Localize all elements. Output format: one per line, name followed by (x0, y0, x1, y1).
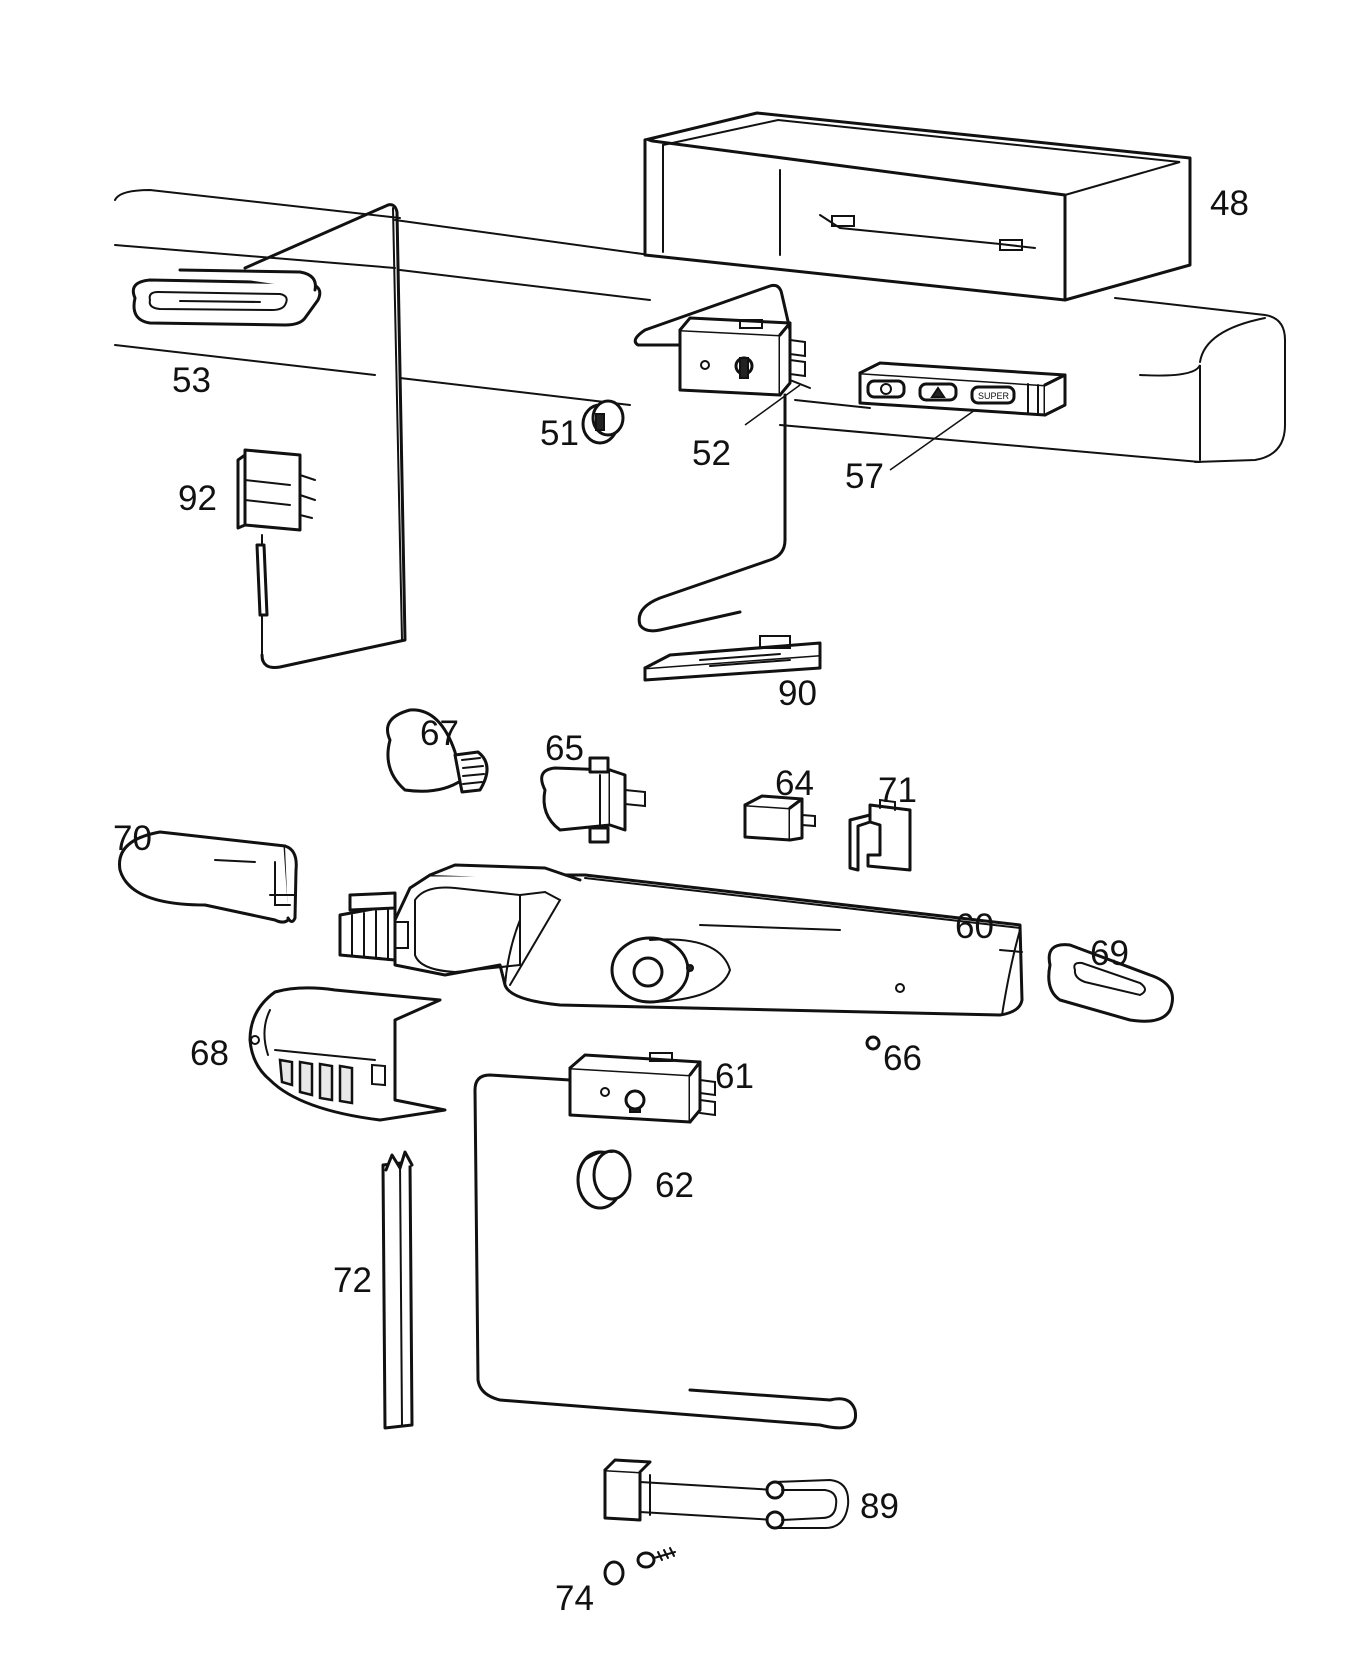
part-57-switch-panel: SUPER (858, 361, 1067, 417)
label-52: 52 (692, 434, 731, 473)
part-53-wire (243, 203, 407, 669)
part-labels: 48 53 51 52 57 92 90 67 65 64 71 70 60 6… (113, 184, 1249, 1618)
label-51: 51 (540, 414, 579, 453)
part-64-switch (743, 794, 816, 842)
part-61-wire (473, 1073, 858, 1430)
label-69: 69 (1090, 934, 1129, 973)
label-72: 72 (333, 1261, 372, 1300)
part-70-end-cap (118, 830, 298, 924)
part-65-lamp-socket (540, 756, 646, 844)
part-67-bulb (386, 708, 489, 794)
label-70: 70 (113, 819, 152, 858)
label-57: 57 (845, 457, 884, 496)
label-68: 68 (190, 1034, 229, 1073)
label-64: 64 (775, 764, 814, 803)
label-60: 60 (955, 907, 994, 946)
part-52-thermostat (678, 316, 811, 397)
part-66-ring (865, 1035, 881, 1051)
part-60-main-housing (338, 863, 1024, 1017)
part-51-knob (581, 399, 625, 445)
part-48-top-cover (643, 111, 1192, 302)
part-68-diffuser (248, 986, 447, 1122)
part-74-screw-washer (603, 1547, 676, 1586)
leader-lines (744, 384, 976, 471)
label-67: 67 (420, 714, 459, 753)
part-92-connector (236, 448, 316, 661)
part-90-clip (643, 635, 822, 682)
label-61: 61 (715, 1057, 754, 1096)
part-53-lamp-holder (131, 268, 322, 327)
label-90: 90 (778, 674, 817, 713)
label-66: 66 (883, 1039, 922, 1078)
label-48: 48 (1210, 184, 1249, 223)
label-74: 74 (555, 1579, 594, 1618)
part-89-holder (603, 1458, 850, 1530)
part-71-bracket (848, 798, 912, 872)
part-72-profile (381, 1150, 414, 1430)
part-62-knob (576, 1149, 632, 1210)
housing-outline (114, 188, 1286, 463)
part-69-end-cap (1047, 943, 1174, 1023)
label-92: 92 (178, 479, 217, 518)
label-62: 62 (655, 1166, 694, 1205)
label-89: 89 (860, 1487, 899, 1526)
super-button-label: SUPER (978, 391, 1010, 401)
label-71: 71 (878, 771, 917, 810)
part-61-thermostat (568, 1052, 716, 1124)
part-52-wire (633, 283, 792, 633)
label-53: 53 (172, 361, 211, 400)
label-65: 65 (545, 729, 584, 768)
